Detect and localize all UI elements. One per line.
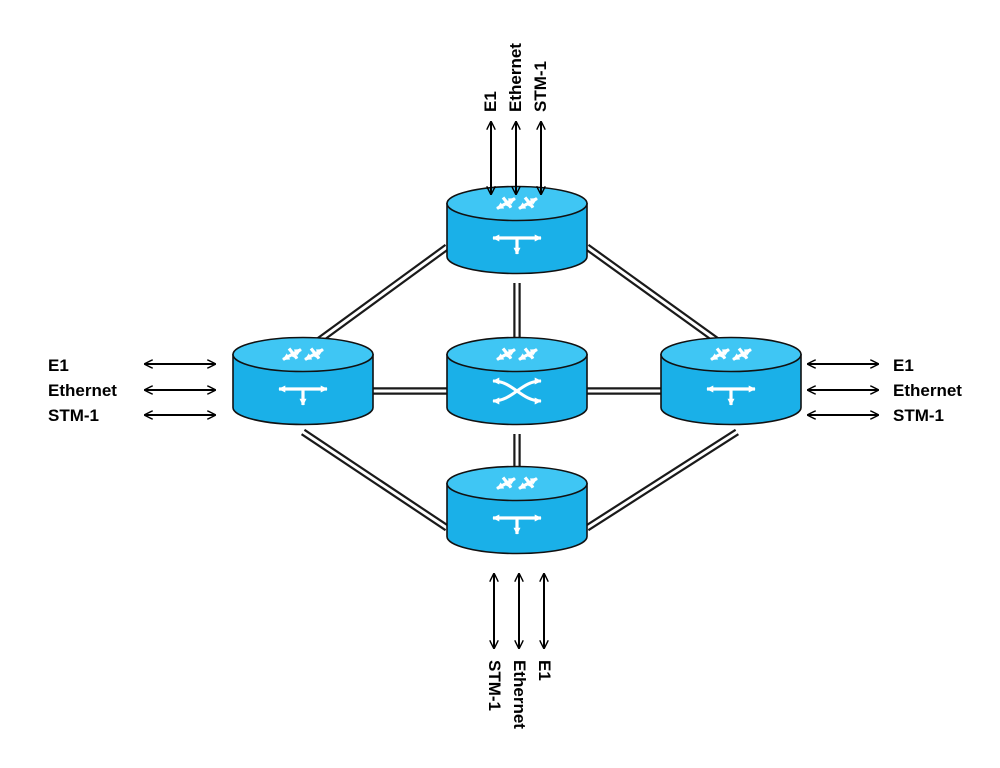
top-label-stm1: STM-1 xyxy=(531,61,550,112)
nodes xyxy=(232,185,802,555)
right-interface-labels: E1 Ethernet STM-1 xyxy=(893,356,962,425)
node-center-top-arrows-icon xyxy=(496,347,538,361)
right-label-stm1: STM-1 xyxy=(893,406,944,425)
node-right-top-arrows-icon xyxy=(710,347,752,361)
node-top-router xyxy=(446,185,588,275)
router-icon xyxy=(278,385,328,406)
interface-arrows xyxy=(145,122,878,648)
node-bottom-top-arrows-icon xyxy=(496,476,538,490)
node-bottom-router xyxy=(446,465,588,555)
left-label-e1: E1 xyxy=(48,356,69,375)
bottom-label-ethernet: Ethernet xyxy=(510,660,529,729)
link-left-center xyxy=(373,387,447,395)
left-label-ethernet: Ethernet xyxy=(48,381,117,400)
bottom-label-stm1: STM-1 xyxy=(485,660,504,711)
node-left-router xyxy=(232,336,374,426)
node-right-router xyxy=(660,336,802,426)
bottom-label-e1: E1 xyxy=(535,660,554,681)
node-center-switch xyxy=(446,336,588,426)
node-top-top-arrows-icon xyxy=(496,196,538,210)
bottom-interface-labels: STM-1 Ethernet E1 xyxy=(485,660,554,729)
top-interface-labels: E1 Ethernet STM-1 xyxy=(481,43,550,112)
right-label-ethernet: Ethernet xyxy=(893,381,962,400)
cross-connect-icon xyxy=(492,377,542,405)
top-label-ethernet: Ethernet xyxy=(506,43,525,112)
router-icon xyxy=(492,234,542,255)
node-left-top-arrows-icon xyxy=(282,347,324,361)
link-center-right xyxy=(587,387,661,395)
link-left-bottom xyxy=(300,428,450,532)
router-icon xyxy=(492,514,542,535)
left-label-stm1: STM-1 xyxy=(48,406,99,425)
router-icon xyxy=(706,385,756,406)
left-interface-labels: E1 Ethernet STM-1 xyxy=(48,356,117,425)
link-right-bottom xyxy=(585,428,739,532)
top-label-e1: E1 xyxy=(481,91,500,112)
right-label-e1: E1 xyxy=(893,356,914,375)
links xyxy=(296,243,740,532)
